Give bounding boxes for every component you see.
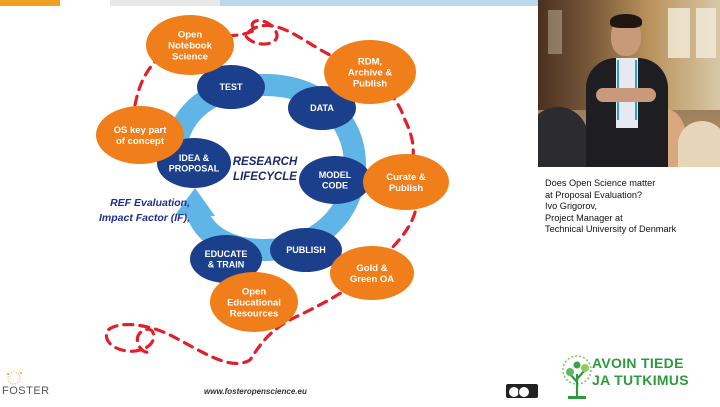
practice-node-label: Open [178,29,202,40]
practice-node-label: Educational [227,297,281,308]
stage-node-shape [270,228,342,272]
practice-node-shape [330,246,414,300]
practice-node-shape [146,15,234,75]
practice-node-label: Curate & [386,172,426,183]
caption-line: Does Open Science matter [545,178,656,188]
avoin-tiede-logo [560,352,720,402]
practice-node-shape [210,272,298,332]
stage-node-label: TEST [219,82,243,92]
ref-evaluation-note: REF Evaluation, Impact Factor (IF), [40,196,190,226]
practice-node-label: Science [172,51,208,62]
practice-node-label: OS key part [114,125,168,136]
practice-node-shape [324,40,416,104]
avoin-tiede-line: AVOIN TIEDE [592,355,684,371]
practice-node-label: of concept [116,136,165,147]
foster-dandelion-icon [7,371,22,385]
center-label-lifecycle: LIFECYCLE [233,171,297,183]
foster-logo-text: FOSTER [2,385,50,397]
practice-node-curate-publish: Curate &Publish [363,154,449,210]
caption-line: Technical University of Denmark [545,224,677,235]
practice-node-gold-green-oa: Gold &Green OA [330,246,414,300]
speaker-video-feed [538,0,720,167]
by-icon [518,386,530,398]
stage-node-shape [299,156,371,204]
practice-node-label: RDM, [358,56,382,67]
practice-node-label: Publish [389,183,424,194]
impact-factor-line: Impact Factor (IF), [98,212,190,224]
stage-node-label: IDEA & [179,153,210,163]
stage-node-shape [197,65,265,109]
stage-node-publish: PUBLISH [270,228,342,272]
stage-node-label: MODEL [319,170,352,180]
practice-node-label: Gold & [356,263,387,274]
caption-line: at Proposal Evaluation? [545,189,643,200]
footer-url-link[interactable]: www.fosteropenscience.eu [204,387,307,396]
practice-node-rdm-archive-publish: RDM,Archive &Publish [324,40,416,104]
center-label-research: RESEARCH [233,156,298,168]
stage-node-shape [288,86,356,130]
creative-commons-badge [506,384,538,398]
slide-top-bar [0,0,538,12]
practice-node-label: Resources [230,308,279,319]
stage-node-label: & TRAIN [208,259,245,269]
practice-node-label: Notebook [168,40,213,51]
stage-node-label: DATA [310,103,334,113]
lifecycle-arrowhead [175,188,215,216]
foster-logo [4,370,64,402]
practice-node-label: Publish [353,78,388,89]
ja-tutkimus-line: JA TUTKIMUS [592,372,689,388]
stage-node-test: TEST [197,65,265,109]
stage-node-educate-train: EDUCATE& TRAIN [190,235,262,283]
practice-node-shape [96,106,184,164]
stage-node-shape [190,235,262,283]
stage-node-label: PROPOSAL [169,163,220,173]
practice-node-shape [363,154,449,210]
avoin-tiede-wordmark: AVOIN TIEDE JA TUTKIMUS [592,355,689,389]
practice-node-label: Open [242,286,266,297]
practice-node-label: Green OA [350,274,394,285]
stage-node-label: PUBLISH [286,245,326,255]
caption-line: Ivo Grigorov, [545,201,597,212]
caption-line: Project Manager at [545,212,623,223]
stage-node-data: DATA [288,86,356,130]
stage-node-label: EDUCATE [205,249,248,259]
stage-node-label: CODE [322,180,348,190]
ref-evaluation-line: REF Evaluation, [110,197,190,209]
tree-icon [562,355,592,399]
practice-node-label: Archive & [348,67,392,78]
